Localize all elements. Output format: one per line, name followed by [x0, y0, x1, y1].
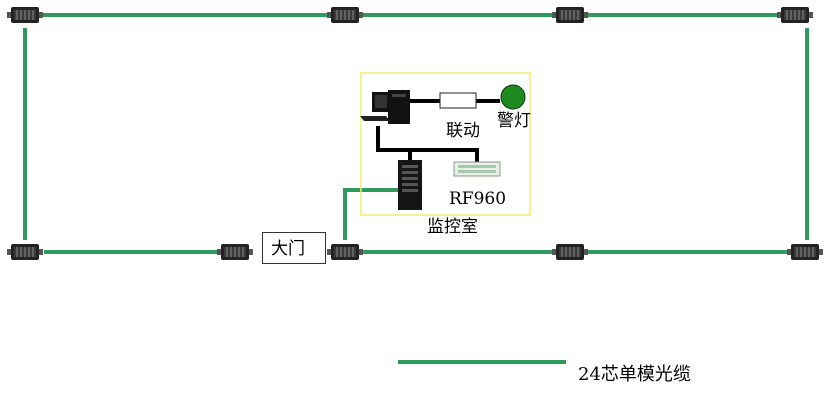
- fiber-sensor-icon: [326, 6, 364, 24]
- fiber-sensor-icon: [326, 243, 364, 261]
- fiber-sensor-icon: [6, 243, 44, 261]
- fiber-sensor-icon: [6, 6, 44, 24]
- fiber-sensor-icon: [216, 243, 254, 261]
- control-room-label: 监控室: [427, 217, 478, 237]
- alarm-light-label: 警灯: [497, 111, 531, 131]
- fiber-sensor-icon: [551, 243, 589, 261]
- fiber-sensor-icon: [786, 243, 824, 261]
- device-label: RF960: [449, 189, 507, 209]
- rack-device-icon: [453, 161, 501, 177]
- fiber-sensor-icon: [776, 6, 814, 24]
- control-room-box: [360, 72, 531, 216]
- linkage-relay-icon: [439, 92, 477, 109]
- gate-box: 大门: [262, 232, 326, 264]
- server-tower-icon: [398, 160, 422, 210]
- fiber-cable-ring: [23, 13, 809, 254]
- computer-icon: [360, 90, 410, 124]
- cable-to-server: [343, 188, 398, 240]
- gate-label: 大门: [271, 239, 305, 259]
- fiber-sensor-icon: [551, 6, 589, 24]
- legend-cable-label: 24芯单模光缆: [578, 364, 691, 385]
- alarm-light-icon: [500, 84, 526, 110]
- linkage-label: 联动: [446, 121, 480, 141]
